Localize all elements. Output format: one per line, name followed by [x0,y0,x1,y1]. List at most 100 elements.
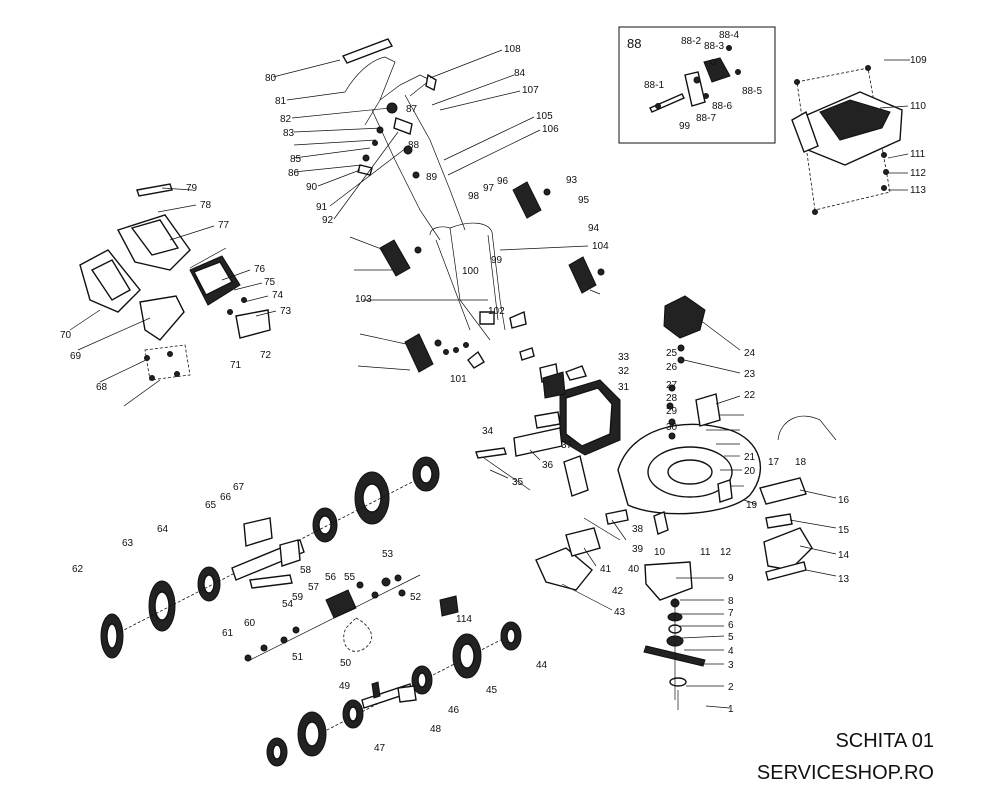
part-label: 49 [339,681,351,692]
part-label: 70 [60,330,72,341]
part-label: 23 [744,369,756,380]
part-label: 17 [768,457,780,468]
part-label: 32 [618,366,630,377]
part-label: 107 [522,85,539,96]
part-label: 41 [600,564,612,575]
part-label: 9 [728,573,734,584]
part-label: 43 [614,607,626,618]
part-label: 75 [264,277,276,288]
part-label: 3 [728,660,734,671]
part-labels: 1 2 3 4 5 6 7 8 9 10 11 12 13 14 15 16 1… [60,44,927,754]
part-label: 97 [483,183,495,194]
part-label: 35 [512,477,524,488]
part-label: 89 [426,172,438,183]
part-label: 24 [744,348,756,359]
part-label: 26 [666,362,678,373]
part-label: 21 [744,452,756,463]
inset-88-detail [618,26,776,144]
part-label: 71 [230,360,242,371]
part-label: 74 [272,290,284,301]
part-label: 12 [720,547,732,558]
part-label: 31 [618,382,630,393]
part-label: 86 [288,168,300,179]
sheet-title: SCHITA 01 [835,730,934,752]
handle-knobs [379,181,605,373]
part-label: 39 [632,544,644,555]
part-label: 19 [746,500,758,511]
part-label: 18 [795,457,807,468]
part-label: 36 [542,460,554,471]
part-label: 28 [666,393,678,404]
part-label: 91 [316,202,328,213]
part-label: 34 [482,426,494,437]
part-label: 98 [468,191,480,202]
part-label: 78 [200,200,212,211]
part-label: 13 [838,574,850,585]
part-label: 63 [122,538,134,549]
part-label: 114 [456,614,472,625]
inset-label: 88-7 [696,113,716,124]
part-label: 64 [157,524,169,535]
part-label: 85 [290,154,302,165]
part-label: 111 [910,149,926,160]
part-label: 109 [910,55,927,66]
part-label: 77 [218,220,230,231]
part-label: 90 [306,182,318,193]
inset-label: 88-6 [712,101,732,112]
part-label: 5 [728,632,734,643]
part-label: 4 [728,646,734,657]
part-label: 101 [450,374,467,385]
part-label: 88 [408,140,420,151]
part-label: 42 [612,586,624,597]
part-label: 79 [186,183,198,194]
part-label: 45 [486,685,498,696]
part-label: 11 [700,547,711,558]
part-label: 61 [222,628,234,639]
shop-name: SERVICESHOP.RO [756,762,934,784]
inset-labels: 88 88-1 88-2 88-3 88-4 88-5 88-6 88-7 99 [627,30,762,132]
part-label: 8 [728,596,734,607]
leader-lines [69,49,910,709]
part-label: 48 [430,724,442,735]
part-label: 65 [205,500,217,511]
part-label: 33 [618,352,630,363]
part-label: 20 [744,466,756,477]
part-label: 46 [448,705,460,716]
inset-title: 88 [627,36,641,51]
part-label: 87 [406,104,418,115]
part-label: 113 [910,185,926,196]
part-label: 7 [728,608,734,619]
wheels-and-drive [100,456,522,767]
inset-label: 88-3 [704,41,724,52]
inset-label: 88-4 [719,30,739,41]
part-label: 99 [491,255,503,266]
part-label: 37 [561,440,573,451]
part-label: 103 [355,294,372,305]
part-label: 27 [666,380,678,391]
part-label: 102 [488,306,505,317]
part-label: 92 [322,215,334,226]
part-label: 2 [728,682,734,693]
inset-label: 88-5 [742,86,762,97]
part-label: 54 [282,599,294,610]
part-label: 82 [280,114,292,125]
part-label: 104 [592,241,609,252]
part-label: 95 [578,195,590,206]
part-label: 84 [514,68,526,79]
part-label: 29 [666,406,678,417]
part-label: 14 [838,550,850,561]
handle-assembly [341,38,535,369]
part-label: 83 [283,128,295,139]
part-label: 50 [340,658,352,669]
part-label: 106 [542,124,559,135]
part-label: 57 [308,582,320,593]
part-label: 108 [504,44,521,55]
part-label: 60 [244,618,256,629]
part-label: 72 [260,350,272,361]
part-label: 58 [300,565,312,576]
part-label: 96 [497,176,509,187]
part-label: 62 [72,564,84,575]
part-label: 81 [275,96,287,107]
part-label: 25 [666,348,678,359]
